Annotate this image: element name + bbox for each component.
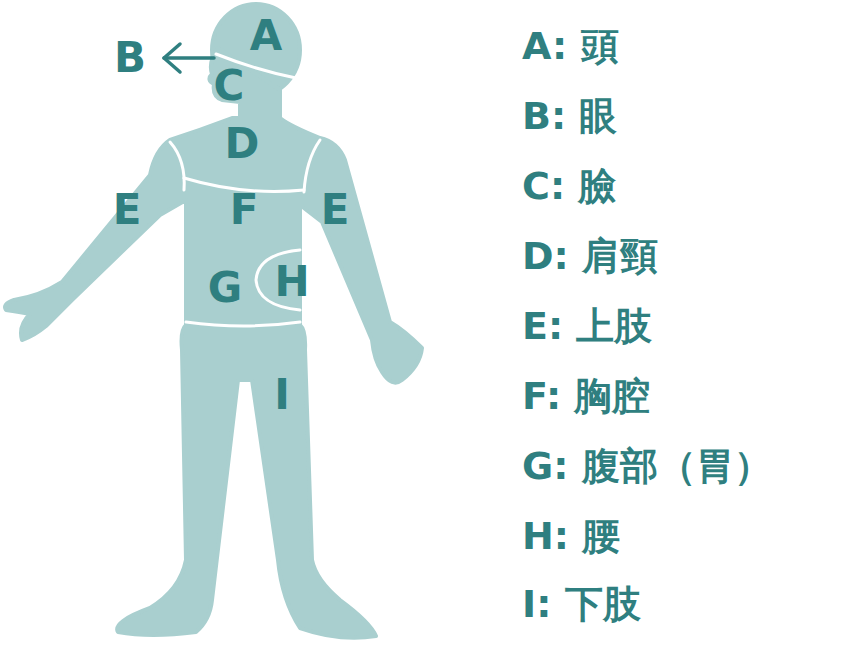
label-holder: B bbox=[114, 37, 146, 79]
callout-letter: A bbox=[250, 15, 283, 57]
callout-letter: D bbox=[225, 123, 260, 165]
label-holder: E: 上肢 bbox=[522, 307, 652, 345]
callout-letter: B bbox=[114, 37, 146, 79]
arrowhead bbox=[164, 44, 180, 72]
label-holder: D bbox=[225, 123, 260, 165]
label-holder: D: 肩頸 bbox=[522, 237, 658, 275]
label-holder: H: 腰 bbox=[522, 517, 620, 555]
callout-letter: E bbox=[113, 189, 142, 231]
label-holder: I: 下肢 bbox=[522, 585, 641, 623]
callout-letter: I bbox=[274, 374, 290, 416]
label-holder: B: 眼 bbox=[522, 97, 617, 135]
key-entry: B: 眼 bbox=[522, 97, 617, 135]
label-holder: E bbox=[321, 189, 350, 231]
label-holder: A bbox=[250, 15, 283, 57]
key-entry: C: 臉 bbox=[522, 167, 616, 205]
key-entry: I: 下肢 bbox=[522, 585, 641, 623]
callout-letter: E bbox=[321, 189, 350, 231]
leader-arrow bbox=[164, 56, 214, 60]
callout-letter: G bbox=[208, 267, 242, 309]
key-entry: E: 上肢 bbox=[522, 307, 652, 345]
label-holder: A: 頭 bbox=[522, 27, 619, 65]
region-line bbox=[170, 142, 184, 190]
label-holder: E bbox=[113, 189, 142, 231]
label-holder: G bbox=[208, 267, 242, 309]
label-holder: F: 胸腔 bbox=[522, 377, 650, 415]
region-line bbox=[186, 322, 300, 326]
callout-letter: F bbox=[230, 189, 259, 231]
key-entry: F: 胸腔 bbox=[522, 377, 650, 415]
callout-letter: H bbox=[274, 261, 309, 303]
label-holder: H bbox=[274, 261, 309, 303]
region-line bbox=[304, 140, 320, 192]
label-holder: F bbox=[230, 189, 259, 231]
key-entry: A: 頭 bbox=[522, 27, 619, 65]
label-holder: I bbox=[274, 374, 290, 416]
label-holder: G: 腹部（胃） bbox=[522, 447, 772, 485]
callout-letter: C bbox=[214, 65, 245, 107]
label-holder: C bbox=[214, 65, 245, 107]
key-entry: G: 腹部（胃） bbox=[522, 447, 772, 485]
key-entry: H: 腰 bbox=[522, 517, 620, 555]
key-entry: D: 肩頸 bbox=[522, 237, 658, 275]
label-holder: C: 臉 bbox=[522, 167, 616, 205]
body-silhouette bbox=[5, 118, 422, 638]
